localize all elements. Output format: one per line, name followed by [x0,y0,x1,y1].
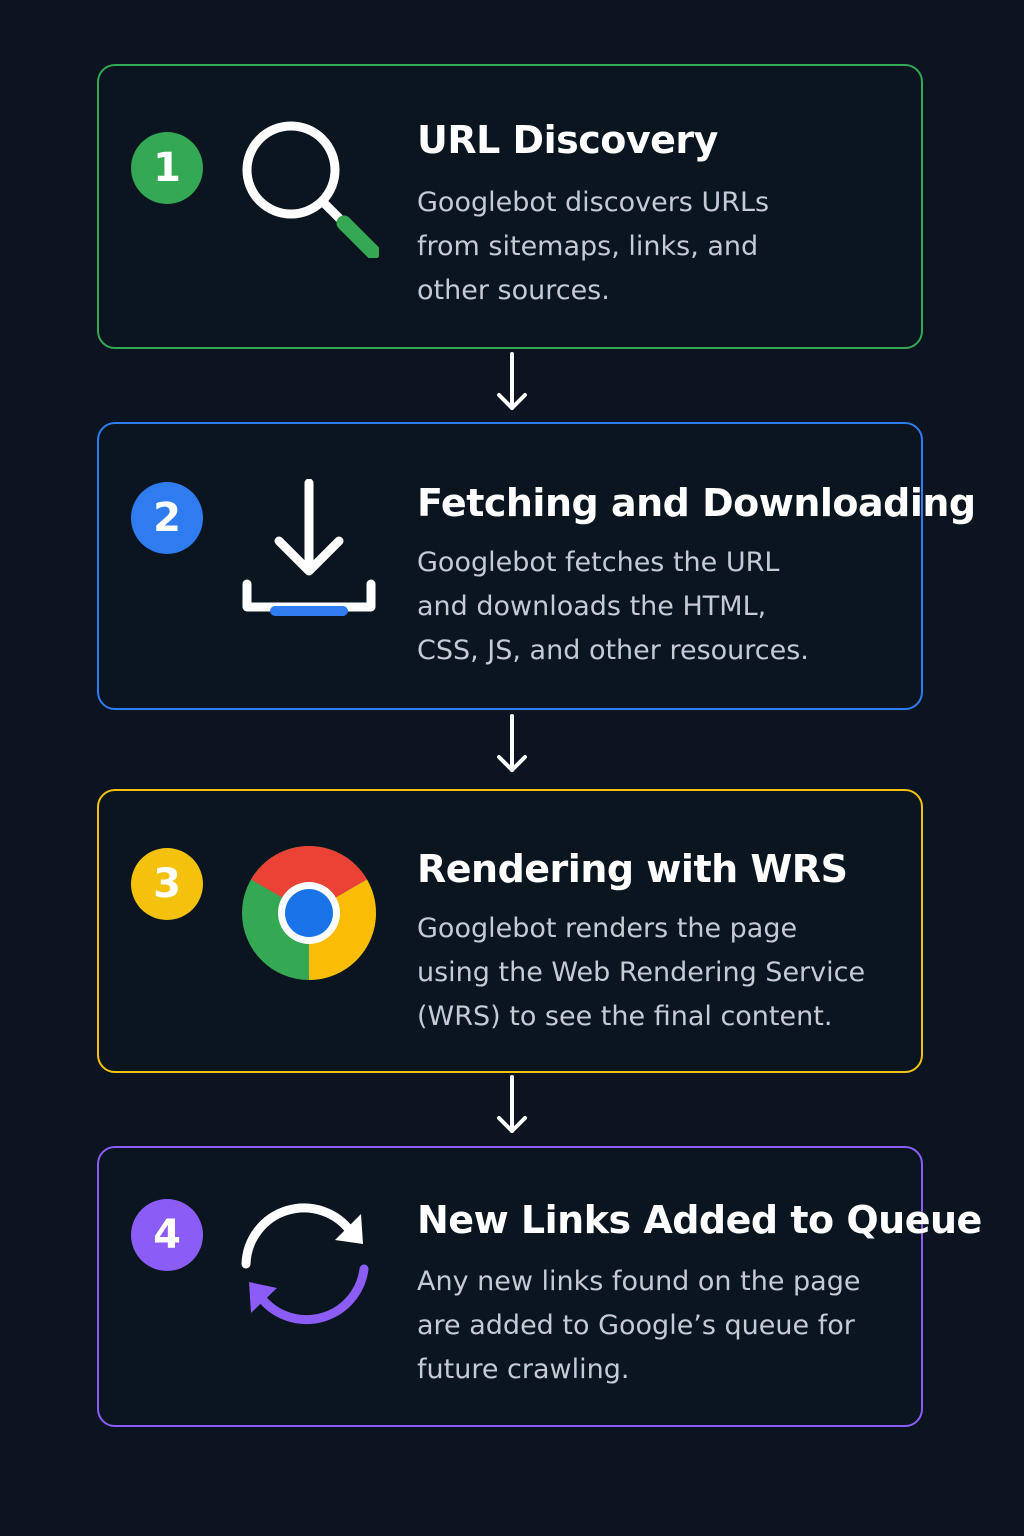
step-description-line: Googlebot renders the page [417,913,798,944]
step-number-badge: 2 [131,482,203,554]
down-arrow-icon [487,350,537,416]
step-description: Googlebot renders the page using the Web… [417,907,887,1039]
step-number-badge: 3 [131,848,203,920]
step-description-line: using the Web Rendering Service [417,957,866,988]
step-card-fetching: 2 Fetching and Downloading Googlebot fet… [97,422,976,710]
step-description-line: are added to Google’s queue for [417,1310,855,1341]
step-description-line: Googlebot discovers URLs [417,187,770,218]
step-number-badge: 1 [131,132,203,204]
chrome-icon [239,843,379,983]
step-title: New Links Added to Queue [417,1198,982,1242]
step-card-rendering: 3 Rendering with WRS Googlebot renders t… [97,789,923,1073]
down-arrow-icon [487,1073,537,1139]
search-icon [239,118,379,258]
step-title: Rendering with WRS [417,847,848,891]
step-description-line: Any new links found on the page [417,1266,861,1297]
step-description: Googlebot fetches the URL and downloads … [417,541,887,673]
down-arrow-icon [487,712,537,778]
step-title: Fetching and Downloading [417,481,976,525]
download-icon [239,479,379,619]
step-card-new-links: 4 New Links Added to Queue Any new links… [97,1146,982,1427]
step-number-badge: 4 [131,1199,203,1271]
refresh-icon [239,1196,379,1336]
step-description-line: other sources. [417,275,610,306]
step-description-line: CSS, JS, and other resources. [417,635,809,666]
step-description-line: future crawling. [417,1354,630,1385]
step-description-line: (WRS) to see the final content. [417,1001,833,1032]
step-description-line: from sitemaps, links, and [417,231,759,262]
step-title: URL Discovery [417,118,718,162]
step-card-url-discovery: 1 URL Discovery Googlebot discovers URLs… [97,64,923,349]
step-description: Googlebot discovers URLs from sitemaps, … [417,181,887,313]
step-description-line: and downloads the HTML, [417,591,767,622]
step-description-line: Googlebot fetches the URL [417,547,780,578]
step-description: Any new links found on the page are adde… [417,1260,887,1392]
